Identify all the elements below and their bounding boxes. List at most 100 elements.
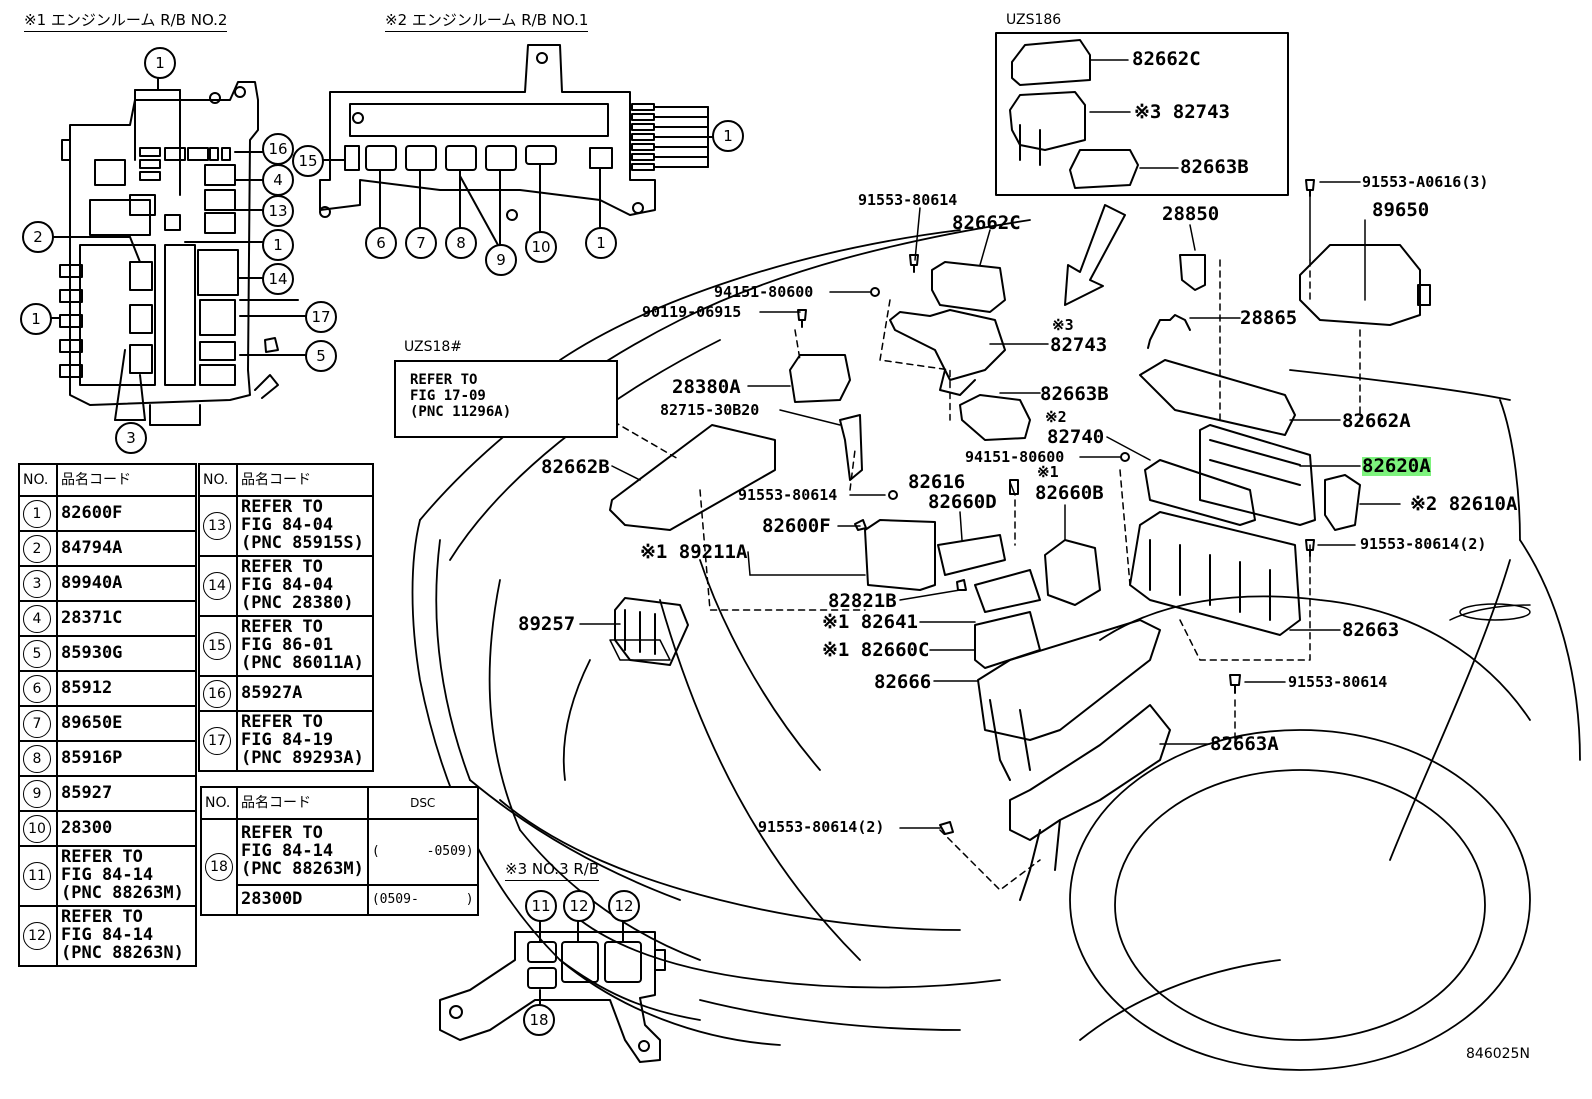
- parts: [609, 39, 1431, 901]
- part-code: 28300: [56, 810, 197, 847]
- label-28380A: 28380A: [672, 376, 741, 398]
- label-91553-80614-c: 91553-80614: [1288, 673, 1388, 691]
- table3-header-dsc: DSC: [366, 786, 479, 820]
- label-82821B: 82821B: [828, 590, 897, 612]
- label-82740: 82740: [1047, 426, 1105, 448]
- row-number: 9: [23, 779, 51, 808]
- uzs186-title: UZS186: [1006, 12, 1062, 28]
- label-82660B: 82660B: [1035, 482, 1104, 504]
- uzs18x-title: UZS18#: [404, 339, 463, 355]
- label-82662C-top: 82662C: [1132, 48, 1201, 70]
- label-82600F: 82600F: [762, 515, 831, 537]
- uzs186-frame: [995, 32, 1289, 196]
- label-82743-mark: ※3: [1052, 316, 1074, 334]
- table2-header-code: 品名コード: [236, 463, 374, 497]
- row-number: 13: [203, 512, 231, 540]
- label-82715-30B20: 82715-30B20: [660, 401, 760, 419]
- label-82663B: 82663B: [1040, 383, 1109, 405]
- part-code: 89940A: [56, 565, 197, 602]
- table1-header-row: NO. 品名コード: [18, 463, 197, 497]
- rb2-callout-14: 14: [262, 263, 294, 295]
- part-code: 85930G: [56, 635, 197, 672]
- label-82740-mark: ※2: [1045, 408, 1067, 426]
- rb2-drawing: [47, 75, 306, 426]
- row-number: 5: [23, 639, 51, 668]
- part-code: REFER TO FIG 84-14 (PNC 88263M): [236, 818, 369, 886]
- part-code: 82600F: [56, 495, 197, 532]
- part-code: REFER TO FIG 84-14 (PNC 88263M): [56, 845, 197, 907]
- rb1-callout-6: 6: [365, 227, 397, 259]
- label-90119-06915: 90119-06915: [642, 303, 742, 321]
- refer-line-2: FIG 17-09: [410, 388, 486, 405]
- table3-header-code: 品名コード: [236, 786, 369, 820]
- part-code: REFER TO FIG 86-01 (PNC 86011A): [236, 615, 374, 677]
- label-89257: 89257: [518, 613, 576, 635]
- part-code: REFER TO FIG 84-04 (PNC 28380): [236, 555, 374, 617]
- date-range: ( -0509): [366, 818, 479, 886]
- label-82743: 82743: [1050, 334, 1108, 356]
- label-82610A: ※2 82610A: [1410, 493, 1518, 515]
- part-code: 85912: [56, 670, 197, 707]
- rb1-callout-9: 9: [485, 244, 517, 276]
- row-number: 6: [23, 674, 51, 703]
- row-number: 18: [205, 853, 233, 881]
- rb2-callout-2: 2: [22, 221, 54, 253]
- row-number: 11: [23, 862, 51, 890]
- label-82616: 82616: [908, 471, 966, 493]
- label-82662B: 82662B: [541, 456, 610, 478]
- date-range: (0509- ): [366, 884, 479, 916]
- label-82663B-top: 82663B: [1180, 156, 1249, 178]
- rb3-callout-12-b: 12: [608, 890, 640, 922]
- row-number: 3: [23, 569, 51, 598]
- rb1-callout-8: 8: [445, 227, 477, 259]
- part-code: 85927A: [236, 675, 374, 712]
- table1-header-no: NO.: [18, 463, 58, 497]
- row-number: 7: [23, 709, 51, 738]
- label-91553-80614-a: 91553-80614: [858, 191, 958, 209]
- part-code: 28371C: [56, 600, 197, 637]
- label-82662C: 82662C: [952, 212, 1021, 234]
- label-82663: 82663: [1342, 619, 1400, 641]
- rb2-callout-1-top: 1: [144, 47, 176, 79]
- rb3-title: ※3 NO.3 R/B: [505, 860, 600, 881]
- label-91553-80614-b: 91553-80614: [738, 486, 838, 504]
- rb2-callout-17: 17: [305, 301, 337, 333]
- table-row: 18 REFER TO FIG 84-14 (PNC 88263M) ( -05…: [200, 818, 479, 916]
- table-row: 28300D (0509- ): [201, 884, 479, 916]
- rb1-callout-7: 7: [405, 227, 437, 259]
- rb2-callout-1-mid: 1: [262, 229, 294, 261]
- row-number: 4: [23, 604, 51, 633]
- row-number: 12: [23, 922, 51, 950]
- label-82666: 82666: [874, 671, 932, 693]
- label-82660C: ※1 82660C: [822, 639, 930, 661]
- label-82663A: 82663A: [1210, 733, 1279, 755]
- rb1-callout-15: 15: [292, 145, 324, 177]
- table2-header-no: NO.: [198, 463, 238, 497]
- label-82641: ※1 82641: [822, 611, 918, 633]
- row-number: 17: [203, 727, 231, 755]
- rb3-callout-12-a: 12: [563, 890, 595, 922]
- refer-to-box: REFER TO FIG 17-09 (PNC 11296A): [394, 360, 618, 438]
- parts-table-3: NO. 品名コード DSC 18 REFER TO FIG 84-14 (PNC…: [200, 786, 479, 916]
- part-code: REFER TO FIG 84-19 (PNC 89293A): [236, 710, 374, 772]
- rb1-drawing: [319, 44, 713, 246]
- part-code: 89650E: [56, 705, 197, 742]
- label-28850: 28850: [1162, 203, 1220, 225]
- refer-line-3: (PNC 11296A): [410, 404, 512, 421]
- label-82660B-mark: ※1: [1037, 463, 1059, 481]
- rb1-callout-1-bottom: 1: [585, 227, 617, 259]
- rb2-callout-13: 13: [262, 195, 294, 227]
- rb3-callout-18: 18: [523, 1004, 555, 1036]
